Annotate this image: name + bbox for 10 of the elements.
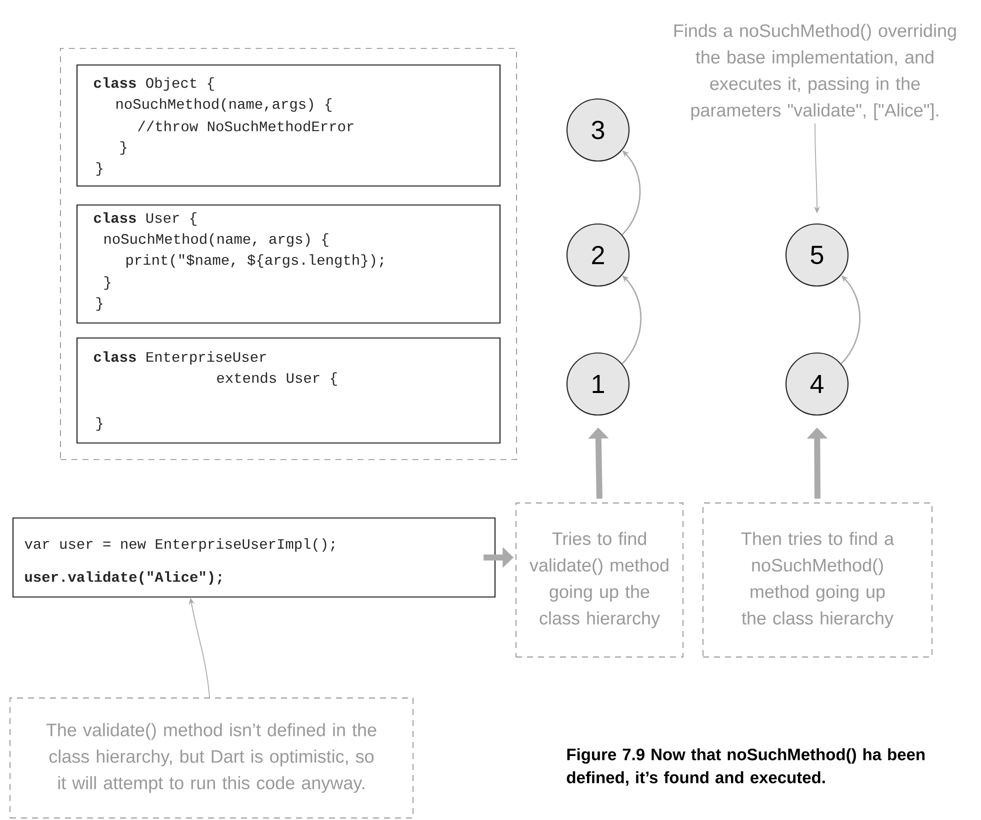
dashed-frame [60,48,517,460]
figure-caption: Figure 7.9 Now that noSuchMethod() ha been defined, it’s found and executed. [566,748,925,786]
code-box: class User { noSuchMethod(name, args) { print("$name, ${args.length}); } } [76,204,501,324]
note-box: The validate() method isn’t defined in the class hierarchy, but Dart is optimistic, so it will attempt to run this code anyway. [10,698,414,818]
note-box: Then tries to find a noSuchMethod() method going up the class hierarchy [702,502,932,658]
code-box: var user = new EnterpriseUserImpl(); user.validate("Alice"); [12,517,496,598]
annotation-text: Finds a noSuchMethod() overriding the base implementation, and executes it, passing in the parameters "validate", ["Alice"]. [674,24,956,120]
note-box: Tries to find validate() method going up the class hierarchy [516,502,684,658]
code-box: class Object { noSuchMethod(name,args) { //throw NoSuchMethodError } } [76,64,501,187]
code-box: class EnterpriseUser extends User { } [76,337,501,444]
